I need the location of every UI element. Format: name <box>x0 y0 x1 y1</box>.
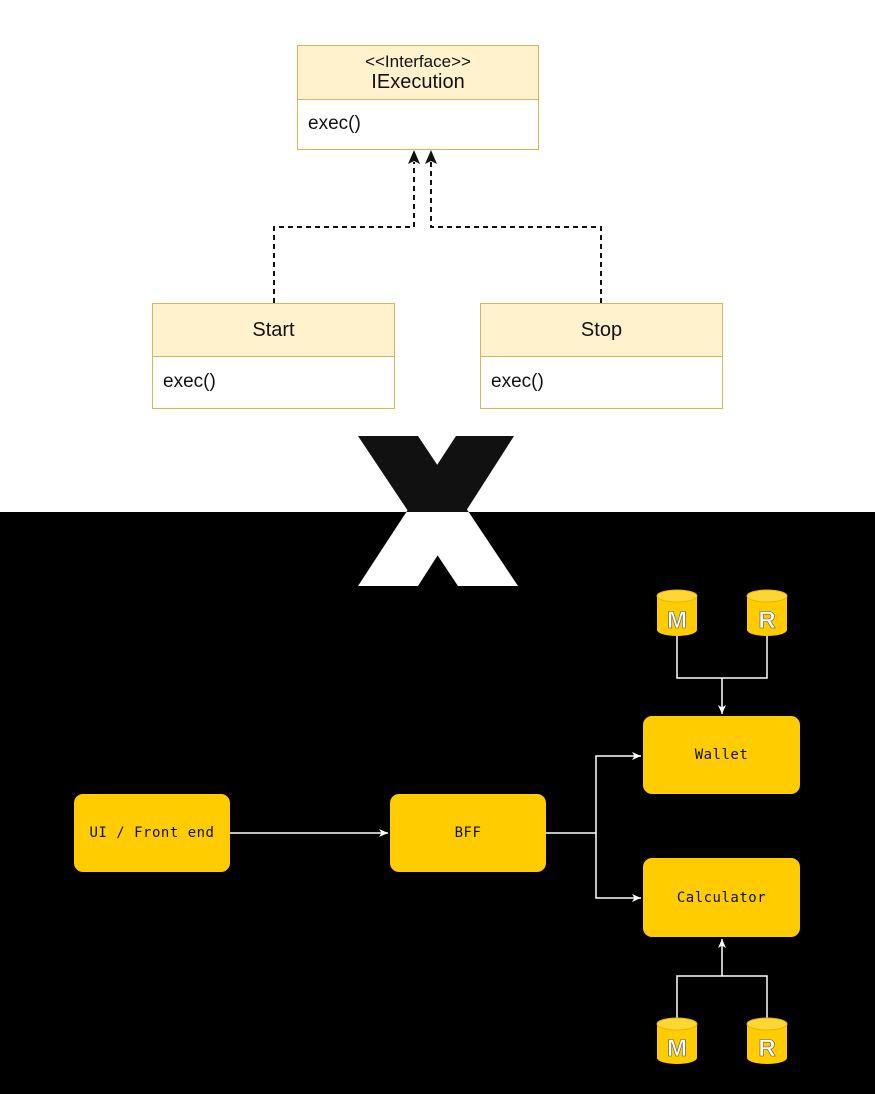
wallet-node: Wallet <box>643 716 800 794</box>
interface-name: IExecution <box>371 71 465 93</box>
start-method: exec() <box>153 357 394 407</box>
interface-method: exec() <box>298 100 538 148</box>
stop-class-box: Stop exec() <box>480 303 723 409</box>
interface-class-box: <<Interface>> IExecution exec() <box>297 45 539 150</box>
bff-node: BFF <box>390 794 546 872</box>
stop-method: exec() <box>481 357 722 407</box>
stop-class-name: Stop <box>580 319 623 341</box>
start-class-name: Start <box>252 319 295 341</box>
start-class-box: Start exec() <box>152 303 395 409</box>
stop-class-header: Stop <box>481 304 722 357</box>
start-class-header: Start <box>153 304 394 357</box>
frontend-node: UI / Front end <box>74 794 230 872</box>
calculator-node: Calculator <box>643 858 800 937</box>
interface-stereotype: <<Interface>> <box>365 52 471 71</box>
interface-class-header: <<Interface>> IExecution <box>298 46 538 100</box>
